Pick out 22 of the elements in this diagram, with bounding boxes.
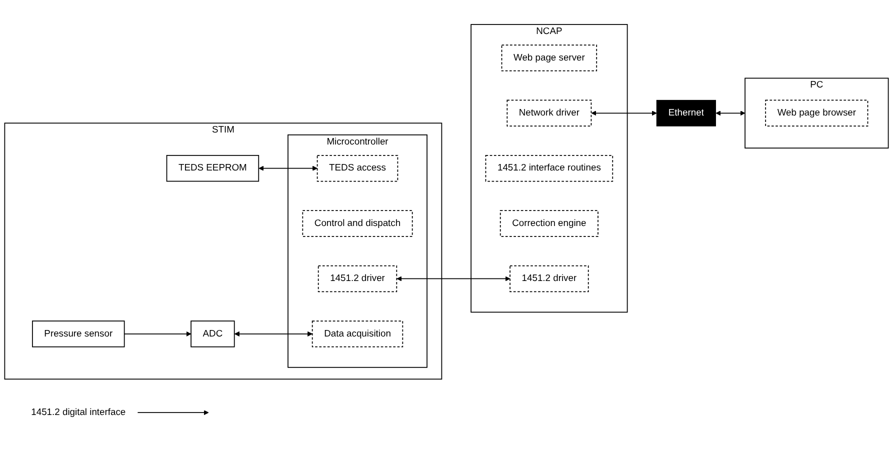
node-box: 1451.2 interface routines	[485, 154, 614, 182]
arrow	[591, 110, 657, 116]
node-box: Correction engine	[500, 210, 598, 237]
node-box: Control and dispatch	[302, 210, 413, 237]
node-box: TEDS EEPROM	[166, 154, 260, 182]
arrow	[716, 110, 746, 116]
node-box: Web page server	[501, 44, 598, 72]
node-box: Web page browser	[765, 100, 868, 126]
node-box: Network driver	[506, 100, 592, 126]
arrow	[124, 331, 192, 336]
node-text: 1451.2 digital interface	[31, 407, 126, 418]
arrow	[258, 166, 318, 171]
arrow	[234, 331, 313, 336]
node-box: ADC	[190, 320, 235, 348]
node-box: Ethernet	[656, 100, 716, 126]
node-box: Pressure sensor	[32, 320, 125, 348]
node-box: TEDS access	[316, 154, 398, 182]
arrow	[396, 276, 510, 282]
node-box: 1451.2 driver	[318, 265, 398, 292]
arrow	[136, 410, 209, 416]
node-box: 1451.2 driver	[510, 265, 589, 292]
node-box: Data acquisition	[312, 320, 404, 348]
